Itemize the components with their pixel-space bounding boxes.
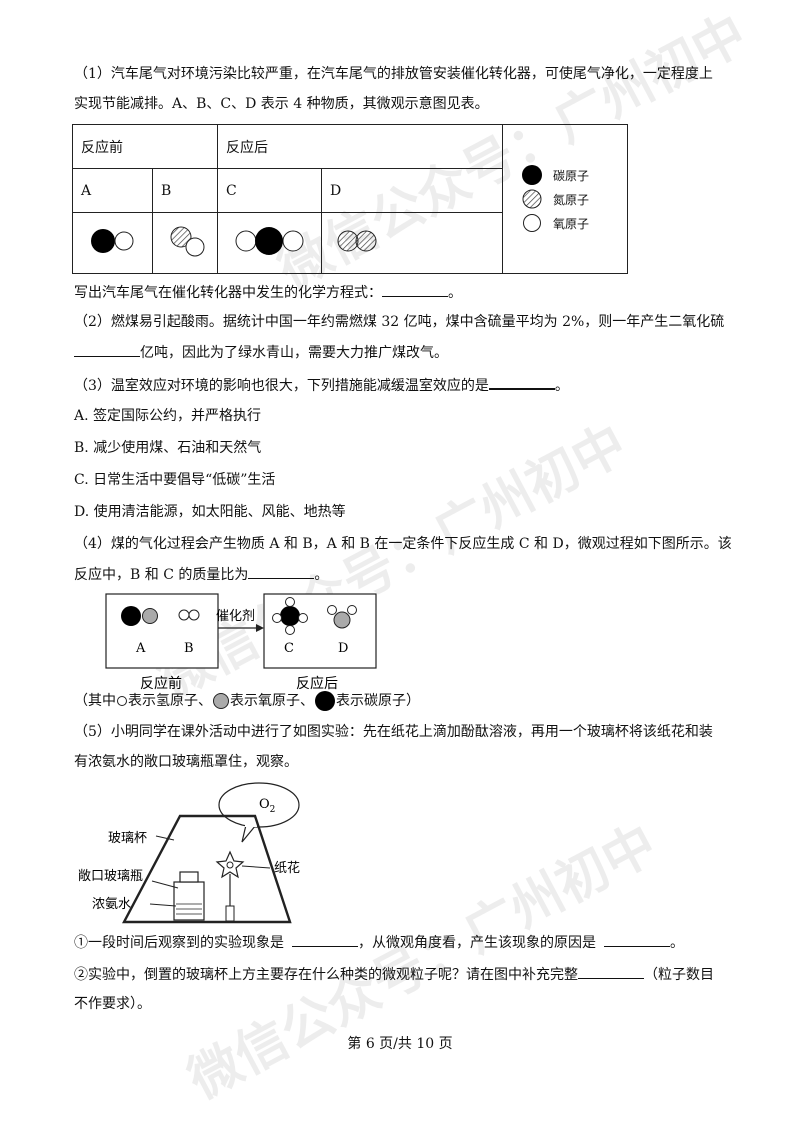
table-header-after: 反应后 [217,124,503,169]
co2-molecule-icon [235,227,304,255]
answer-blank[interactable] [74,342,140,357]
legend-nitrogen: 氮原子 [521,187,627,211]
q5-line2: 有浓氨水的敞口玻璃瓶罩住，观察。 [74,754,298,770]
molecule-b [152,212,218,274]
reaction-diagram: 催化剂 A B C D 反应前 反应后 [105,593,377,692]
table-header-before: 反应前 [72,124,218,169]
answer-blank[interactable] [292,932,358,947]
glass-cup-label: 玻璃杯 [108,831,147,846]
catalyst-label: 催化剂 [216,609,255,624]
answer-blank[interactable] [382,282,448,297]
q1-line1: （1）汽车尾气对环境污染比较严重，在汽车尾气的排放管安装催化转化器，可使尾气净化… [74,66,713,82]
q2-line2: 亿吨，因此为了绿水青山，需要大力推广煤改气。 [74,342,448,363]
molecule-c [217,212,322,274]
q5-sub1: ①一段时间后观察到的实验现象是，从微观角度看，产生该现象的原因是。 [74,932,684,953]
carbon-atom-icon [315,691,335,711]
answer-blank[interactable] [578,964,644,979]
answer-blank[interactable] [604,932,670,947]
molecule-table: 反应前 反应后 碳原子 氮原子 氧原子 [72,124,628,274]
legend-oxygen: 氧原子 [521,211,627,235]
legend-carbon: 碳原子 [521,163,627,187]
page-footer: 第 6 页/共 10 页 [347,1036,453,1052]
open-bottle-label: 敞口玻璃瓶 [78,868,143,884]
q2-line1: （2）燃煤易引起酸雨。据统计中国一年约需燃煤 32 亿吨，煤中含硫量平均为 2%… [74,314,725,330]
molecule-d [321,212,503,274]
o2-label: O2 [259,797,275,815]
ammonia-label: 浓氨水 [92,897,131,912]
co-molecule-icon [91,229,134,253]
q5-line1: （5）小明同学在课外活动中进行了如图实验：先在纸花上滴加酚酞溶液，再用一个玻璃杯… [74,724,713,740]
oxygen-atom-icon [213,693,229,709]
oxygen-atom-icon [523,214,541,232]
q4-line2: 反应中，B 和 C 的质量比为。 [74,564,328,585]
hydrogen-atom-icon [117,696,127,706]
carbon-atom-icon [522,165,542,185]
q1-line2: 实现节能减排。A、B、C、D 表示 4 种物质，其微观示意图见表。 [74,96,489,112]
q5-sub2: ②实验中，倒置的玻璃杯上方主要存在什么种类的微观粒子呢？请在图中补充完整（粒子数… [74,964,714,985]
q4-legend: （其中 表示氢原子、 表示氧原子、 表示碳原子） [74,690,420,712]
q3-option-c: C. 日常生活中要倡导“低碳”生活 [74,472,276,488]
label-a: A [72,168,153,213]
atom-legend: 碳原子 氮原子 氧原子 [502,124,628,274]
answer-blank[interactable] [488,374,555,390]
n2-molecule-icon [337,230,377,252]
label-d: D [338,641,348,656]
answer-blank[interactable] [248,564,315,579]
label-c: C [284,641,294,656]
label-b: B [184,641,194,656]
before-label: 反应前 [140,675,182,692]
molecule-a [72,212,153,274]
nitrogen-atom-icon [522,189,542,209]
label-a: A [135,641,146,656]
q3-option-b: B. 减少使用煤、石油和天然气 [74,440,262,456]
q3-stem: （3）温室效应对环境的影响也很大，下列措施能减缓温室效应的是。 [74,374,569,396]
q4-line1: （4）煤的气化过程会产生物质 A 和 B，A 和 B 在一定条件下反应生成 C … [74,536,732,552]
q3-option-a: A. 签定国际公约，并严格执行 [74,408,262,424]
no-molecule-icon [170,226,205,257]
label-c: C [217,168,322,213]
label-b: B [152,168,218,213]
q1-prompt: 写出汽车尾气在催化转化器中发生的化学方程式：。 [74,282,462,303]
after-label: 反应后 [296,675,338,692]
label-d: D [321,168,503,213]
ammonia-experiment-diagram: O2 玻璃杯 敞口玻璃瓶 浓氨水 纸花 [78,782,300,924]
q3-option-d: D. 使用清洁能源，如太阳能、风能、地热等 [74,504,346,520]
q5-sub2-line2: 不作要求）。 [74,996,151,1012]
paper-flower-label: 纸花 [274,860,300,876]
